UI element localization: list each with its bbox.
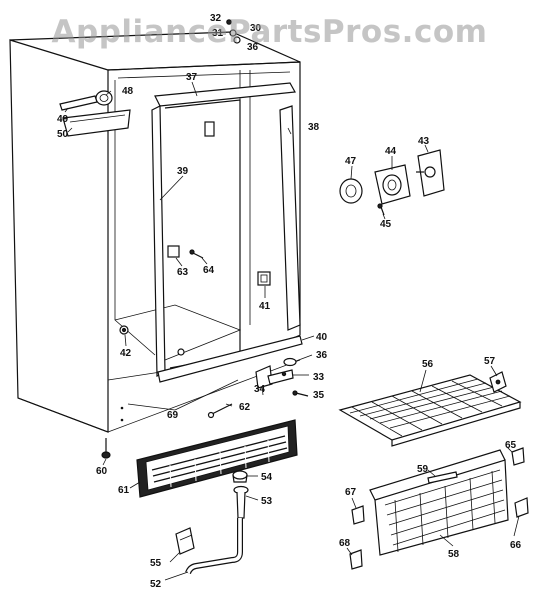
clip-part-67[interactable]	[351, 505, 365, 525]
bracket-part-44[interactable]	[374, 164, 411, 205]
callout-48: 48	[122, 86, 134, 97]
drain-cup-part-54[interactable]	[232, 470, 248, 483]
callout-38: 38	[308, 122, 320, 133]
grille-part-61[interactable]	[136, 419, 298, 498]
leveling-leg-part-60[interactable]	[101, 438, 111, 459]
knob-part-47[interactable]	[339, 178, 363, 204]
knob-shaft-part-49[interactable]	[59, 95, 98, 111]
drain-hose-part-52[interactable]	[185, 518, 243, 575]
right-frame-part-38[interactable]	[279, 105, 301, 331]
callout-66: 66	[510, 540, 522, 551]
callout-69: 69	[167, 410, 179, 421]
top-hardware-part-32-31-30[interactable]	[226, 19, 241, 44]
basket-part-58[interactable]	[369, 449, 509, 556]
callout-40: 40	[316, 332, 328, 343]
callout-33: 33	[313, 372, 325, 383]
callout-62: 62	[239, 402, 251, 413]
callout-61: 61	[118, 485, 130, 496]
left-frame-part-39[interactable]	[151, 105, 166, 377]
bracket-part-63[interactable]	[167, 245, 180, 258]
callout-54: 54	[261, 472, 273, 483]
washer-part-36[interactable]	[283, 357, 297, 367]
rail-part-59[interactable]	[427, 471, 458, 484]
screw-part-35[interactable]	[292, 390, 309, 397]
callout-39: 39	[177, 166, 189, 177]
clip-part-41[interactable]	[257, 271, 271, 286]
drain-tube-part-53[interactable]	[233, 485, 249, 519]
callout-67: 67	[345, 487, 357, 498]
bottom-bar-part-40[interactable]	[157, 335, 303, 383]
cabinet	[9, 31, 301, 433]
callout-60: 60	[96, 466, 108, 477]
callout-36-top: 36	[247, 42, 259, 53]
door-liner	[164, 99, 241, 369]
callout-52: 52	[150, 579, 162, 590]
wire-shelf-part-56[interactable]	[338, 374, 522, 447]
top-frame-part-37[interactable]	[154, 82, 296, 107]
drain-part-42[interactable]	[119, 325, 129, 335]
thermostat-knob-part-48[interactable]	[95, 90, 113, 106]
callout-47: 47	[345, 156, 357, 167]
callout-65: 65	[505, 440, 517, 451]
callout-57: 57	[484, 356, 496, 367]
drain-hole	[177, 348, 185, 356]
callout-58: 58	[448, 549, 460, 560]
callout-49: 49	[57, 114, 69, 125]
callout-68: 68	[339, 538, 351, 549]
control-housing-part-50[interactable]	[62, 109, 131, 137]
callout-32: 32	[210, 13, 222, 24]
clip-part-65[interactable]	[511, 447, 525, 466]
callout-50: 50	[57, 129, 69, 140]
thermostat-part-43[interactable]	[416, 149, 445, 197]
callout-55: 55	[150, 558, 162, 569]
callout-34: 34	[254, 384, 266, 395]
callout-labels: 32 31 30 36 37 38 48 49 50 39 63 64 41 4…	[57, 13, 522, 590]
callout-64: 64	[203, 265, 215, 276]
screw-part-45[interactable]	[377, 203, 385, 216]
clamp-part-55[interactable]	[175, 527, 195, 555]
callout-37: 37	[186, 72, 198, 83]
pin-part-62[interactable]	[207, 403, 233, 419]
callout-35: 35	[313, 390, 325, 401]
callout-59: 59	[417, 464, 429, 475]
clip-part-66[interactable]	[514, 497, 529, 518]
callout-56: 56	[422, 359, 434, 370]
callout-36: 36	[316, 350, 328, 361]
callout-53: 53	[261, 496, 273, 507]
callout-63: 63	[177, 267, 189, 278]
callout-31: 31	[212, 28, 224, 39]
callout-45: 45	[380, 219, 392, 230]
callout-30: 30	[250, 23, 262, 34]
hinge-pin-part-33[interactable]	[267, 369, 294, 385]
callout-42: 42	[120, 348, 132, 359]
callout-41: 41	[259, 301, 271, 312]
callout-44: 44	[385, 146, 397, 157]
leader-lines	[64, 81, 520, 581]
clip-part-68[interactable]	[349, 549, 363, 570]
screw-part-64[interactable]	[189, 249, 204, 259]
shelf-clip-part-57[interactable]	[489, 371, 507, 393]
liner-slot	[204, 121, 215, 137]
callout-43: 43	[418, 136, 430, 147]
